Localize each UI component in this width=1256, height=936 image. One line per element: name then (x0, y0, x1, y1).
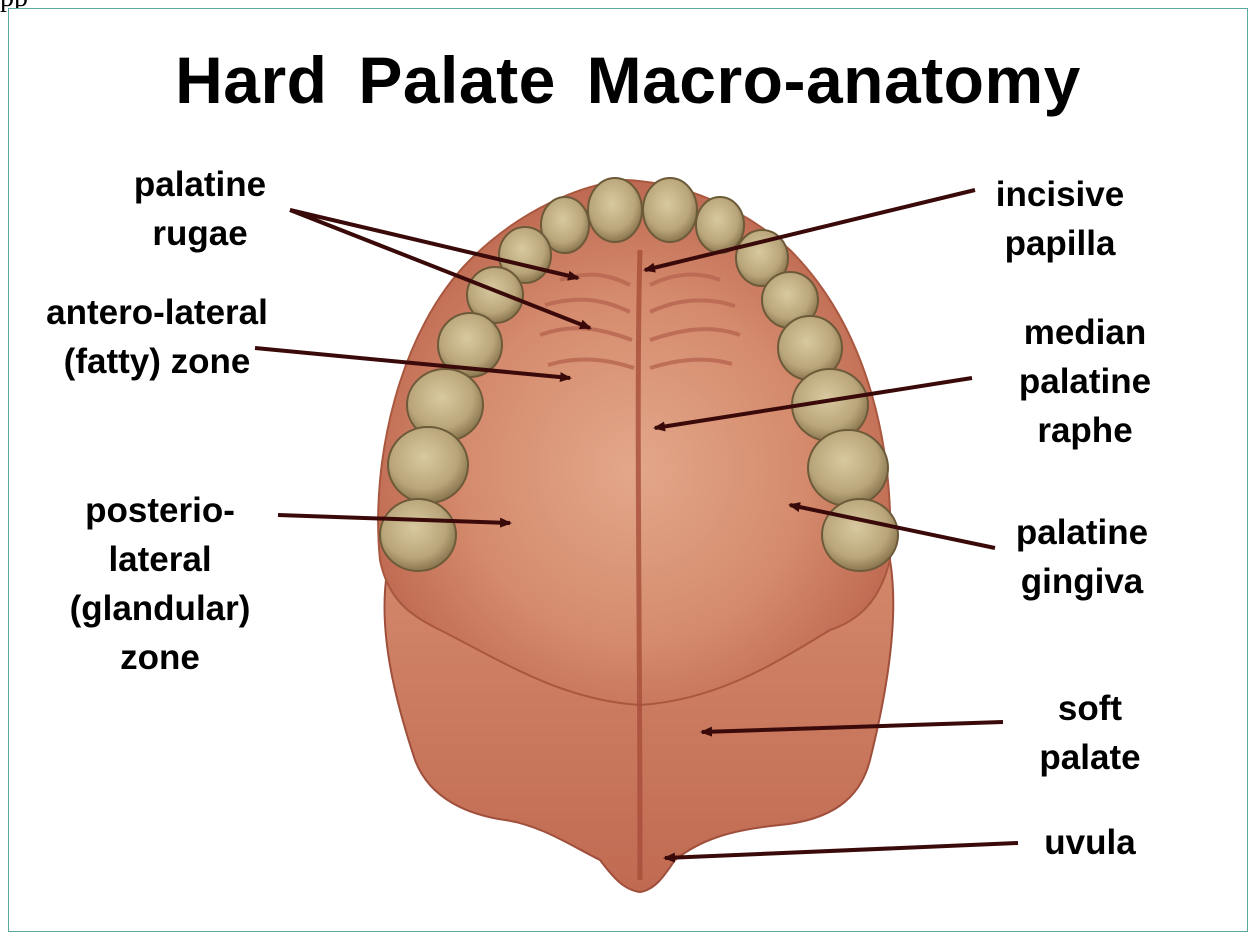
label-palatine-gingiva: palatine gingiva (992, 508, 1172, 606)
label-incisive-papilla: incisive papilla (975, 170, 1145, 268)
label-line: soft (1010, 684, 1170, 733)
label-line: zone (40, 633, 280, 682)
label-uvula: uvula (1020, 818, 1160, 867)
arrow-uvula (665, 843, 1018, 858)
label-line: (fatty) zone (18, 337, 296, 386)
label-line: rugae (105, 209, 295, 258)
page-title: Hard Palate Macro-anatomy (0, 42, 1256, 118)
label-soft-palate: soft palate (1010, 684, 1170, 782)
label-palatine-rugae: palatine rugae (105, 160, 295, 258)
label-line: posterio- (40, 486, 280, 535)
label-line: palatine (990, 357, 1180, 406)
label-line: incisive (975, 170, 1145, 219)
label-antero-lateral-zone: antero-lateral (fatty) zone (18, 288, 296, 386)
label-line: uvula (1020, 818, 1160, 867)
label-line: median (990, 308, 1180, 357)
label-line: (glandular) (40, 584, 280, 633)
label-posterio-lateral-zone: posterio- lateral (glandular) zone (40, 486, 280, 682)
label-line: palate (1010, 733, 1170, 782)
median-raphe-line (638, 250, 640, 880)
label-line: lateral (40, 535, 280, 584)
label-line: gingiva (992, 557, 1172, 606)
label-line: palatine (105, 160, 295, 209)
label-line: antero-lateral (18, 288, 296, 337)
label-line: palatine (992, 508, 1172, 557)
label-median-palatine-raphe: median palatine raphe (990, 308, 1180, 455)
label-line: papilla (975, 219, 1145, 268)
label-line: raphe (990, 406, 1180, 455)
